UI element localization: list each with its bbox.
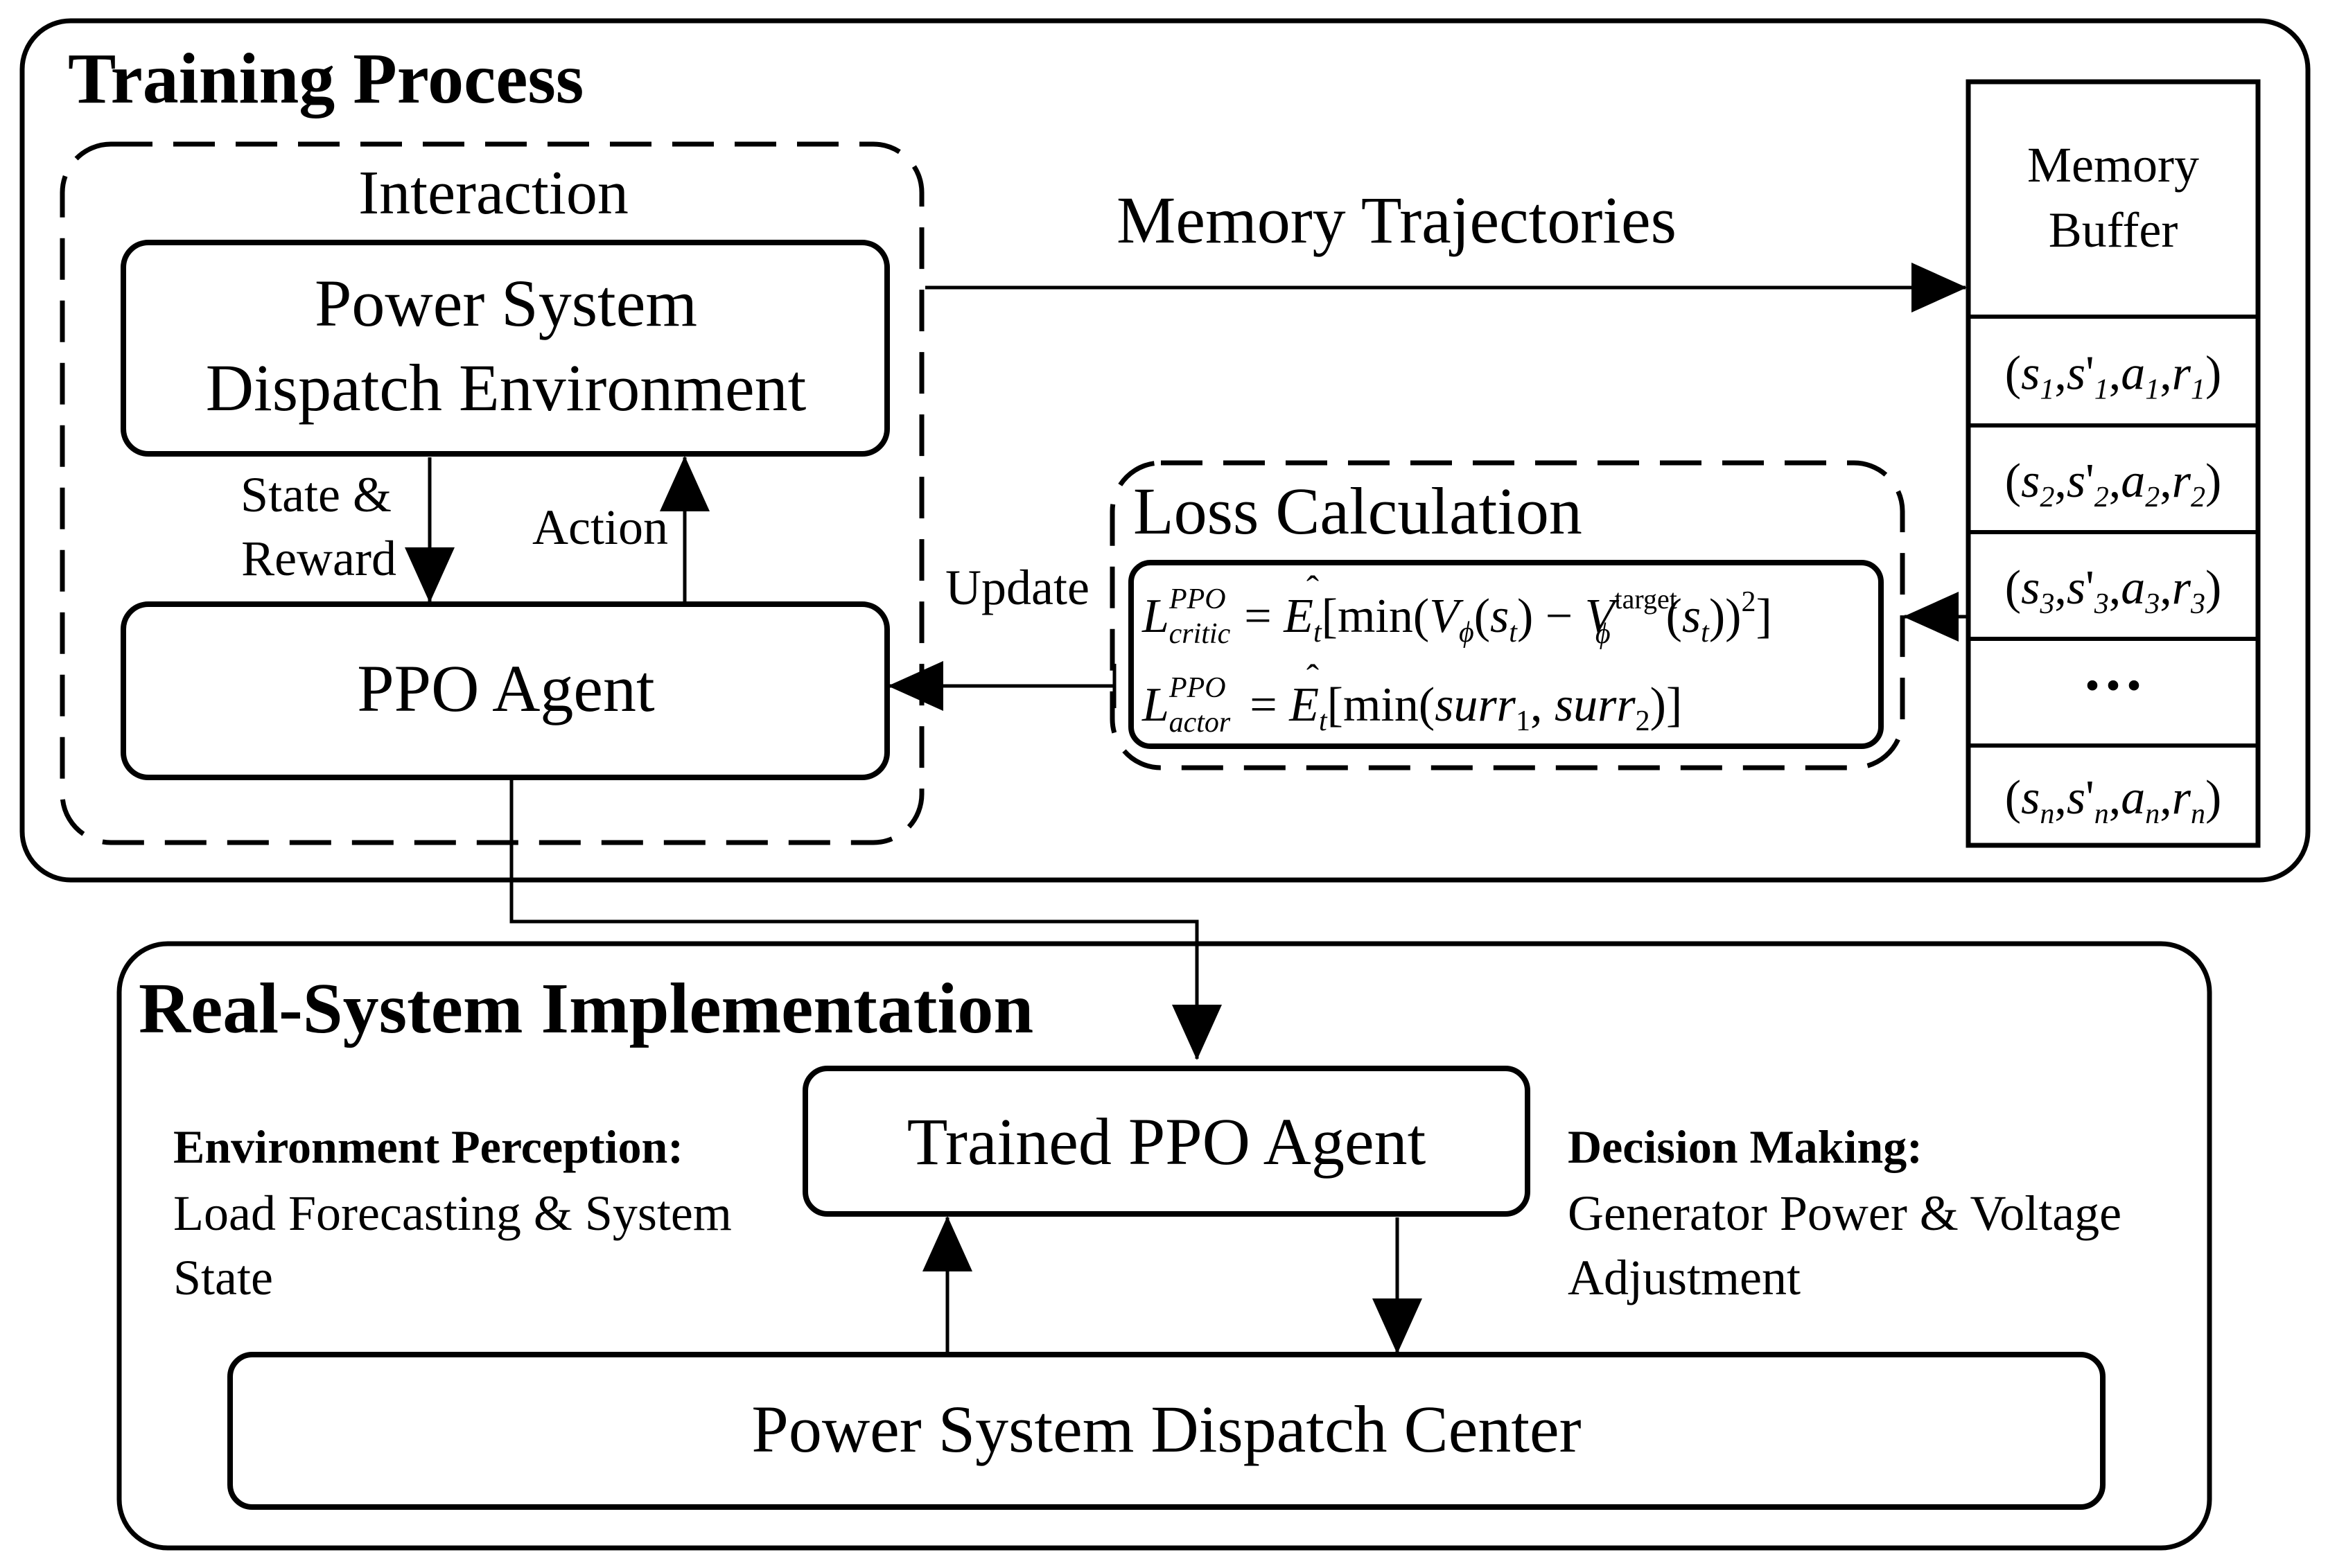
real-system-title: Real-System Implementation — [139, 969, 1033, 1048]
critic-e-hat: ˆ — [1306, 568, 1319, 610]
environment-label-line1: Power System — [315, 266, 697, 340]
interaction-label: Interaction — [358, 159, 629, 227]
loss-formula-box — [1128, 560, 1884, 749]
trained-ppo-agent-box — [803, 1066, 1530, 1217]
actor-e-hat: ˆ — [1306, 657, 1319, 698]
update-label: Update — [945, 560, 1089, 615]
environment-label-line2: Dispatch Environment — [206, 351, 807, 425]
buffer-row-tuple: (s2,s'2,a2,r2) — [2005, 455, 2222, 513]
loss-calculation-title: Loss Calculation — [1133, 474, 1582, 548]
state-reward-label-line1: State & — [240, 467, 392, 522]
environment-perception-title: Environment Perception: — [173, 1120, 683, 1173]
interaction-region — [60, 141, 925, 845]
ppo-agent-label: PPO Agent — [357, 651, 655, 725]
decision-making-title: Decision Making: — [1568, 1120, 1923, 1173]
state-reward-label-line2: Reward — [241, 531, 396, 586]
dispatch-center-label: Power System Dispatch Center — [751, 1392, 1581, 1466]
memory-buffer — [1966, 79, 2261, 848]
environment-perception-line1: Load Forecasting & System — [173, 1186, 732, 1241]
action-label: Action — [532, 500, 668, 555]
buffer-row-tuple: (s1,s'1,a1,r1) — [2005, 347, 2222, 406]
memory-buffer-rows: (s1,s'1,a1,r1) (s2,s'2,a2,r2) (s3,s'3,a3,r… — [2005, 347, 2222, 831]
trained-ppo-agent-label: Trained PPO Agent — [907, 1104, 1426, 1179]
memory-buffer-header-line1: Memory — [2027, 137, 2199, 193]
power-system-dispatch-center-box — [227, 1352, 2106, 1510]
training-process-title: Training Process — [68, 39, 584, 118]
environment-perception-line2: State — [173, 1250, 273, 1305]
buffer-row-tuple: (sn,s'n,an,rn) — [2005, 771, 2222, 830]
buffer-row-tuple: (s3,s'3,a3,r3) — [2005, 561, 2222, 620]
memory-buffer-header-line2: Buffer — [2049, 202, 2178, 258]
ppo-agent-box — [121, 601, 890, 780]
memory-trajectories-label: Memory Trajectories — [1117, 183, 1677, 257]
deploy-connector — [509, 779, 1222, 1060]
buffer-row-ellipsis: ··· — [2082, 651, 2144, 720]
decision-making-line2: Adjustment — [1568, 1250, 1801, 1305]
training-process-frame — [19, 18, 2311, 883]
real-system-frame — [116, 941, 2212, 1551]
power-system-dispatch-environment-box — [121, 240, 890, 457]
decision-making-line1: Generator Power & Voltage — [1568, 1186, 2121, 1241]
loss-calculation-region — [1110, 460, 1905, 770]
